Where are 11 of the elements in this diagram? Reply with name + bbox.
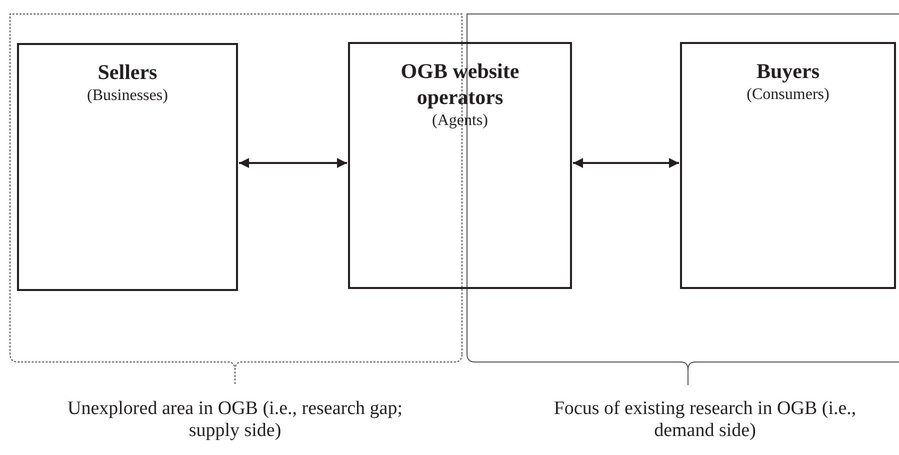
actor-title: Sellers xyxy=(98,59,158,85)
double-arrow xyxy=(573,158,679,168)
bracket-caption: Focus of existing research in OGB (i.e., demand side) xyxy=(552,398,858,442)
actor-box xyxy=(680,42,896,289)
actor-box xyxy=(348,42,572,289)
actor-title: Buyers xyxy=(756,58,820,84)
bracket-caption: Unexplored area in OGB (i.e., research gap; supply side) xyxy=(66,398,404,442)
double-arrow xyxy=(239,158,347,168)
actor-role: (Businesses) xyxy=(87,86,168,106)
actor-role: (Consumers) xyxy=(746,85,830,105)
actor-box xyxy=(17,43,238,291)
